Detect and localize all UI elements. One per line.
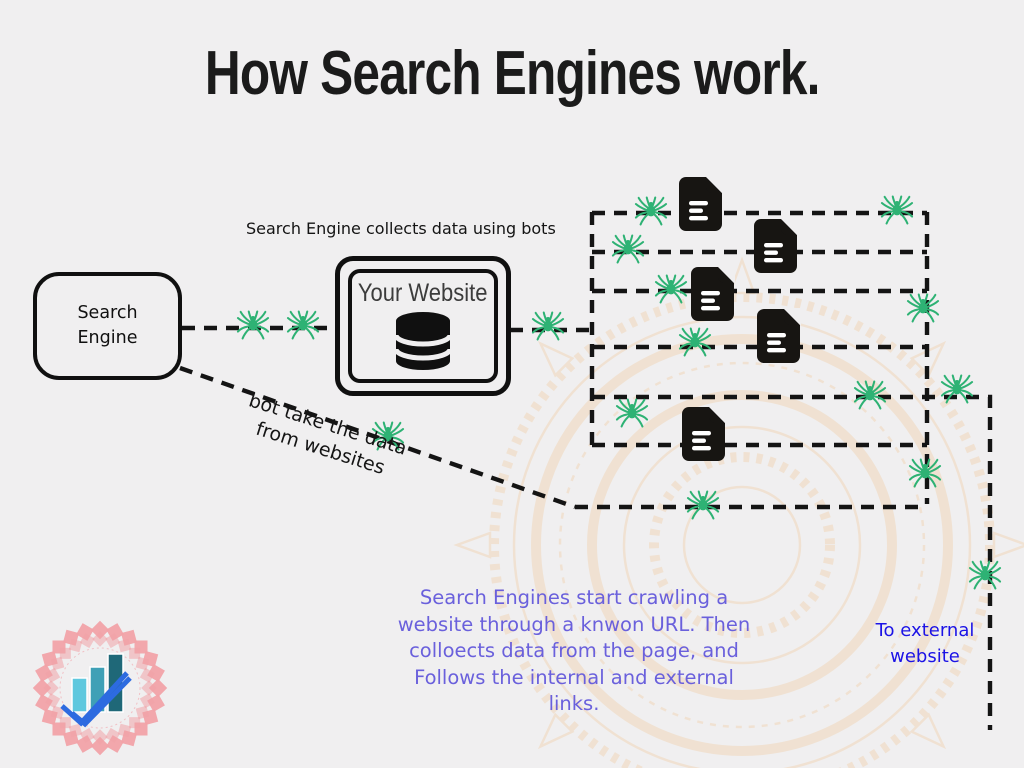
database-icon — [393, 312, 453, 370]
search-engine-box: Search Engine — [33, 272, 182, 380]
brand-logo — [32, 620, 168, 756]
your-website-box: Your Website — [335, 256, 511, 396]
grid-row-5-to-external — [592, 394, 993, 730]
your-website-label: Your Website — [358, 279, 488, 307]
to-external-website-label: To external website — [875, 620, 975, 668]
search-engine-label: Search Engine — [77, 302, 138, 348]
crawling-description: Search Engines start crawling a website … — [397, 586, 751, 716]
collects-data-label: Search Engine collects data using bots — [246, 219, 556, 238]
page-title-text: How Search Engines work. — [204, 39, 821, 108]
page-title: How Search Engines work. — [0, 38, 1024, 109]
your-website-inner-frame: Your Website — [348, 269, 498, 383]
